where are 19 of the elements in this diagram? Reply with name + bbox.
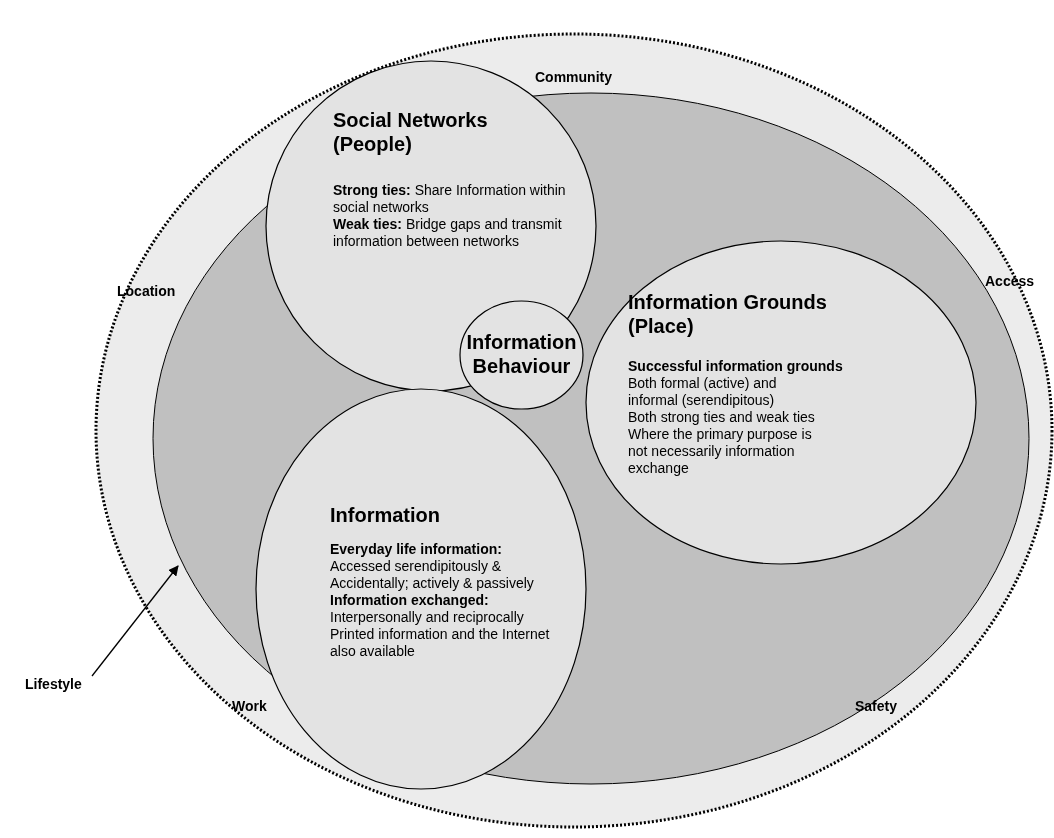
circle-title: Social Networks (People) [333,108,489,156]
circle-title: Information [330,503,441,527]
category-label: Access [985,273,1035,289]
description-text: Both formal (active) and informal (serendipitous) [628,375,778,409]
center-title: Information Behaviour [465,330,578,378]
description-text: Both strong ties and weak ties [628,409,816,426]
arrow [91,565,179,677]
callout-label: Lifestyle [25,676,82,692]
description-text: Everyday life information: Accessed serendipitously & Accidentally; actively & passively [330,541,535,592]
description-text: Successful information grounds [628,358,844,375]
description-text: Weak ties: Bridge gaps and transmit information between networks [333,216,563,250]
circle-title: Information Grounds (Place) [628,290,828,338]
description-text: Printed information and the Internet also available [330,626,551,660]
category-label: Location [117,283,176,299]
description-text: Information exchanged: Interpersonally and reciprocally [330,592,525,626]
category-label: Community [535,69,612,85]
description-text: Where the primary purpose is not necessarily information exchange [628,426,813,477]
category-label: Work [232,698,267,714]
description-text: Strong ties: Share Information within social networks [333,182,567,216]
